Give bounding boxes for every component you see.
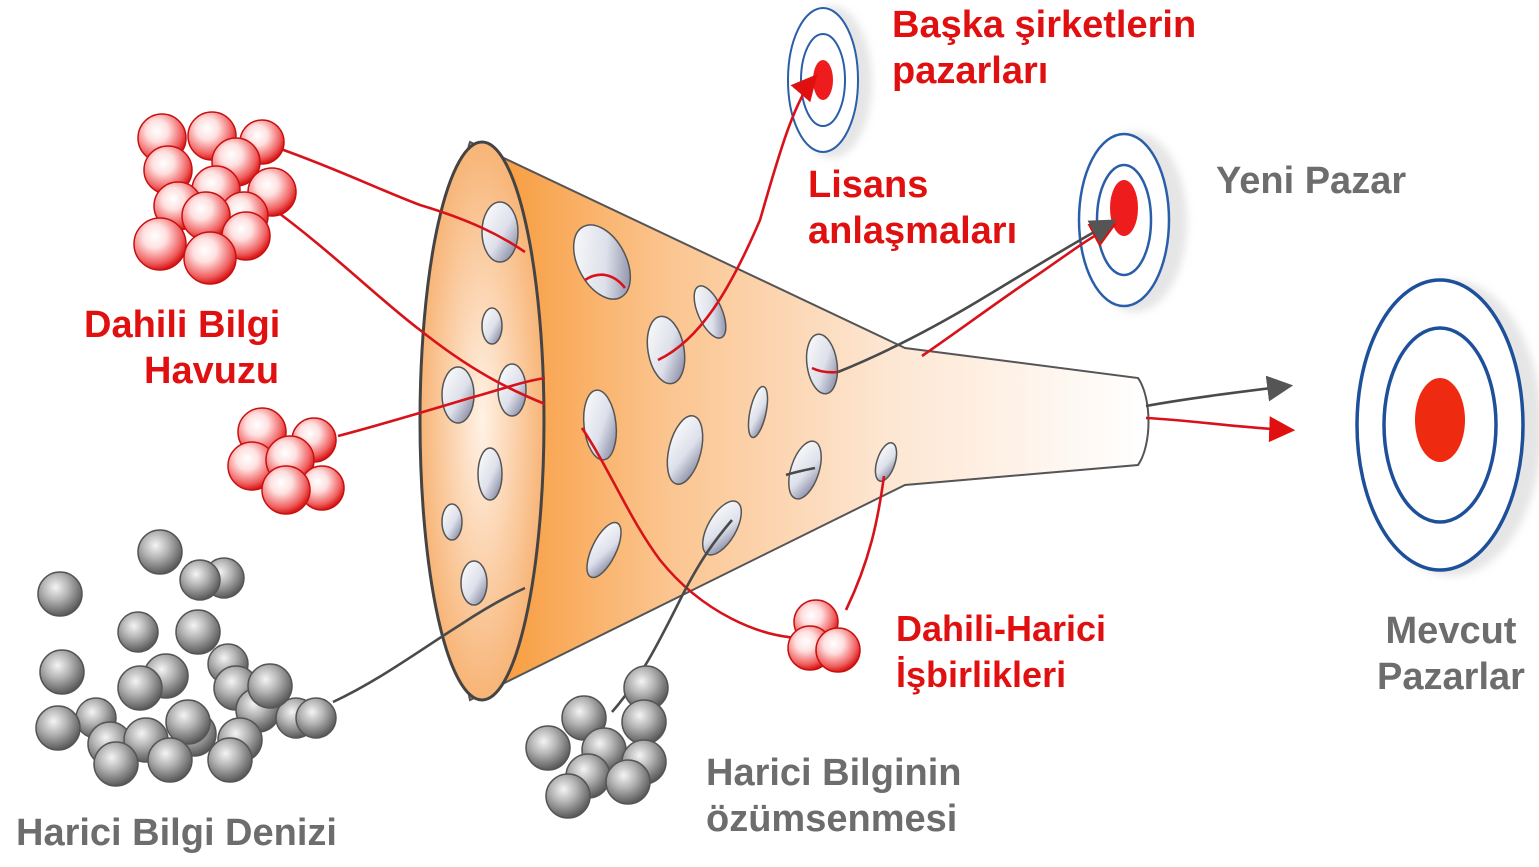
label-internal-pool-line2: Havuzu [84,348,280,394]
label-licensing-line2: anlaşmaları [808,208,1017,254]
external-knowledge-sphere [118,666,162,710]
label-licensing-line1: Lisans [808,162,1017,208]
label-absorption-line1: Harici Bilginin [706,750,961,796]
external-knowledge-sphere [148,738,192,782]
label-existing-markets-line2: Pazarlar [1366,654,1536,700]
external-knowledge-sphere [248,664,292,708]
external-knowledge-sphere [138,530,182,574]
external-knowledge-sphere [526,726,570,770]
label-collaboration: Dahili-Harici İşbirlikleri [896,606,1106,698]
external-knowledge-sphere [38,572,82,616]
label-absorption: Harici Bilginin özümsenmesi [706,750,961,842]
external-knowledge-sphere [208,738,252,782]
label-other-markets-line1: Başka şirketlerin [892,2,1196,48]
absorbed-knowledge-cluster [526,666,668,818]
internal-knowledge-sphere [816,628,860,672]
label-existing-markets-line1: Mevcut [1366,608,1536,654]
label-other-markets: Başka şirketlerin pazarları [892,2,1196,94]
label-internal-pool: Dahili Bilgi Havuzu [84,302,280,394]
external-knowledge-sphere [118,612,158,652]
external-knowledge-sphere [180,560,220,600]
external-knowledge-sphere [622,700,666,744]
label-existing-markets: Mevcut Pazarlar [1366,608,1536,700]
internal-knowledge-cluster-small [228,408,344,514]
external-knowledge-sphere [176,610,220,654]
label-new-market: Yeni Pazar [1216,158,1406,204]
external-knowledge-sphere [36,706,80,750]
label-absorption-line2: özümsenmesi [706,796,961,842]
label-licensing: Lisans anlaşmaları [808,162,1017,254]
external-knowledge-sphere [606,760,650,804]
internal-knowledge-sphere [184,232,236,284]
external-knowledge-sphere [546,774,590,818]
internal-knowledge-sphere [134,218,186,270]
external-knowledge-sphere [40,650,84,694]
label-collaboration-line1: Dahili-Harici [896,606,1106,652]
label-external-sea: Harici Bilgi Denizi [16,810,337,856]
external-knowledge-sphere [94,742,138,786]
internal-knowledge-cluster [134,112,296,284]
target-existing-markets [1357,280,1539,576]
label-collaboration-line2: İşbirlikleri [896,652,1106,698]
external-knowledge-sphere [296,698,336,738]
external-knowledge-cluster [36,530,336,786]
internal-knowledge-sphere [262,466,310,514]
label-other-markets-line2: pazarları [892,48,1196,94]
label-internal-pool-line1: Dahili Bilgi [84,302,280,348]
collaboration-cluster [788,600,860,672]
target-other-markets [788,6,872,158]
target-new-market [1079,132,1187,312]
